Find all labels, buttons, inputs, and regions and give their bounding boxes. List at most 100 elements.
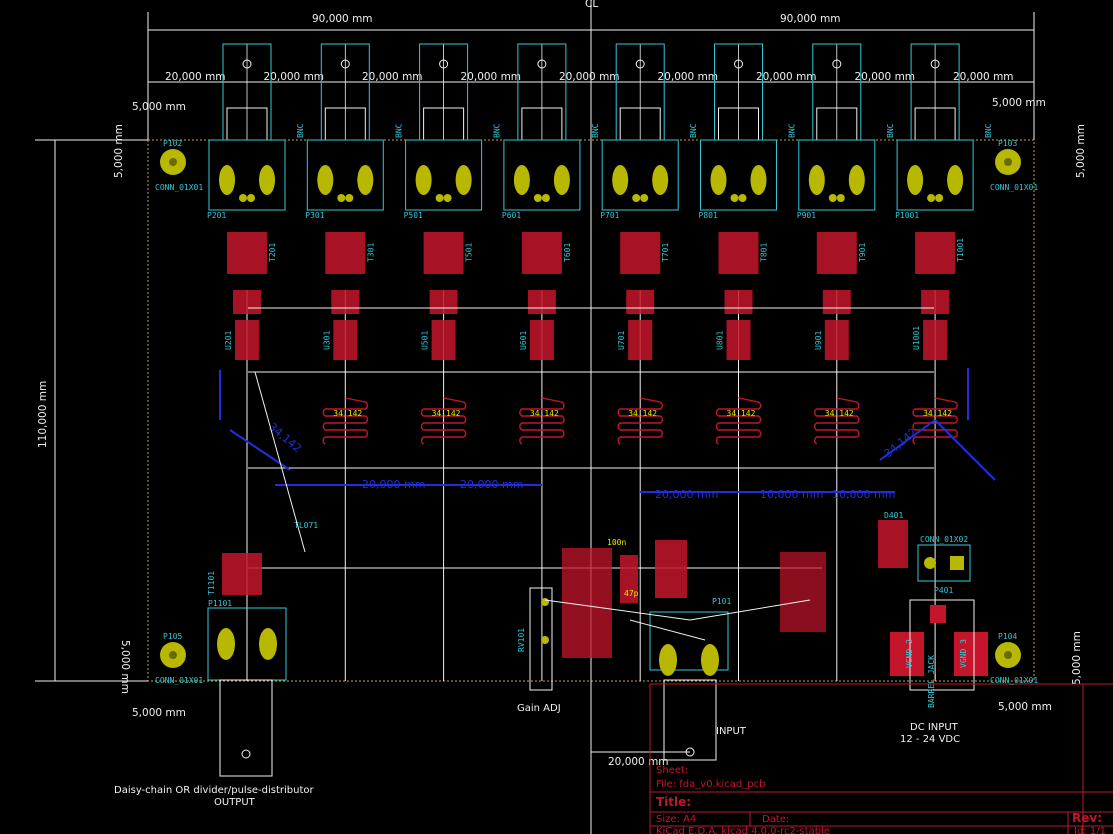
amplifier-pads[interactable] — [431, 320, 456, 360]
transformer-pads[interactable] — [325, 232, 366, 274]
bnc-pad[interactable] — [947, 165, 964, 195]
meander-length: 34,142 — [923, 409, 952, 418]
bnc-pin[interactable] — [632, 194, 641, 202]
back-dimensions — [219, 368, 996, 493]
bnc-pad[interactable] — [513, 165, 530, 195]
bnc-label: BNC — [394, 123, 403, 138]
bnc-pad[interactable] — [808, 165, 825, 195]
meander-length: 34,142 — [530, 409, 559, 418]
dim-corner-bl-v: 5,000 mm — [119, 640, 131, 694]
passive-pads[interactable] — [429, 290, 458, 314]
bnc-pin[interactable] — [345, 194, 354, 202]
bnc-label: BNC — [591, 123, 600, 138]
bnc-pin[interactable] — [435, 194, 444, 202]
bnc-pad[interactable] — [710, 165, 727, 195]
amplifier-ref: U701 — [617, 331, 626, 350]
bnc-pin[interactable] — [247, 194, 255, 202]
bnc-pin[interactable] — [337, 194, 346, 202]
passive-pads[interactable] — [822, 290, 851, 314]
back-dim-angled-l: 34,142 — [266, 420, 304, 455]
bnc-pin[interactable] — [730, 194, 739, 202]
meander-length: 34,142 — [825, 409, 854, 418]
bnc-pad[interactable] — [907, 165, 924, 195]
transformer-ref: T601 — [563, 243, 572, 262]
bnc-pad[interactable] — [612, 165, 629, 195]
amplifier-ref: U901 — [814, 331, 823, 350]
bnc-pin[interactable] — [239, 194, 247, 202]
bnc-pin[interactable] — [935, 194, 944, 202]
bnc-pin[interactable] — [443, 194, 452, 202]
input-ref: P101 — [712, 597, 731, 606]
bnc-label: BNC — [296, 123, 305, 138]
passive-pads[interactable] — [724, 290, 753, 314]
bnc-pad[interactable] — [259, 165, 275, 195]
mount-hole-drill — [1004, 158, 1012, 166]
passive-pads[interactable] — [331, 290, 360, 314]
bnc-pad[interactable] — [415, 165, 432, 195]
bnc-pad[interactable] — [652, 165, 669, 195]
bnc-pin[interactable] — [836, 194, 845, 202]
bnc-pin[interactable] — [927, 194, 936, 202]
transformer-pads[interactable] — [423, 232, 464, 274]
bnc-pin[interactable] — [738, 194, 747, 202]
bnc-footprint — [700, 139, 777, 211]
amplifier-pads[interactable] — [529, 320, 554, 360]
back-dim-4: 10,000 mm — [760, 488, 823, 501]
amplifier-pads[interactable] — [235, 320, 259, 360]
meander-length: 34,142 — [727, 409, 756, 418]
back-dim-3: 20,000 mm — [655, 488, 718, 501]
bnc-pin[interactable] — [541, 194, 550, 202]
passive-pads[interactable] — [233, 290, 261, 314]
bnc-pad[interactable] — [750, 165, 767, 195]
bnc-label: BNC — [886, 123, 895, 138]
bnc-pin[interactable] — [828, 194, 837, 202]
amplifier-ref: U301 — [322, 331, 331, 350]
transformer-pads[interactable] — [915, 232, 956, 274]
transformer-pads[interactable] — [620, 232, 661, 274]
back-dim-2: 20,000 mm — [460, 478, 523, 491]
amplifier-pads[interactable] — [923, 320, 948, 360]
transformer-pads[interactable] — [521, 232, 562, 274]
delay-meander — [715, 397, 762, 445]
amplifier-pads[interactable] — [333, 320, 358, 360]
dc-input-label-2: 12 - 24 VDC — [900, 734, 960, 745]
bnc-pad[interactable] — [219, 165, 235, 195]
back-dim-5: 10,000 mm — [832, 488, 895, 501]
bnc-pin[interactable] — [640, 194, 649, 202]
dim-corner-bl: 5,000 mm — [132, 707, 186, 719]
tb-id: Id: 1/1 — [1074, 826, 1106, 834]
mount-hole-value: CONN_01X01 — [990, 183, 1038, 192]
bnc-pad[interactable] — [848, 165, 865, 195]
bnc-pad[interactable] — [553, 165, 570, 195]
amplifier-pads[interactable] — [628, 320, 653, 360]
transformer-pads[interactable] — [227, 232, 267, 274]
bnc-pad[interactable] — [357, 165, 374, 195]
bnc-pin[interactable] — [533, 194, 542, 202]
bus-lines — [248, 307, 934, 569]
cap-value: 100n — [607, 538, 626, 547]
passive-pads[interactable] — [921, 290, 950, 314]
transformer-pads[interactable] — [718, 232, 759, 274]
bnc-pad[interactable] — [455, 165, 472, 195]
bnc-ref: P301 — [305, 211, 324, 220]
title-block — [649, 683, 1113, 834]
transformer-pads[interactable] — [816, 232, 857, 274]
mount-hole-ref: P105 — [163, 632, 182, 641]
dc-conn-ref: CONN_01X02 — [920, 535, 968, 544]
barrel-pin2: VGND 2 — [905, 639, 914, 668]
bnc-pad[interactable] — [317, 165, 334, 195]
dim-pitch-label: 20,000 mm — [559, 71, 620, 83]
dim-pitch-label: 20,000 mm — [165, 71, 226, 83]
passive-pads[interactable] — [527, 290, 556, 314]
bnc-footprint — [601, 139, 679, 211]
passive-pads[interactable] — [626, 290, 655, 314]
ratsnest — [254, 371, 811, 641]
amplifier-pads[interactable] — [824, 320, 849, 360]
amplifier-pads[interactable] — [726, 320, 751, 360]
rv-ref: RV101 — [517, 628, 526, 652]
